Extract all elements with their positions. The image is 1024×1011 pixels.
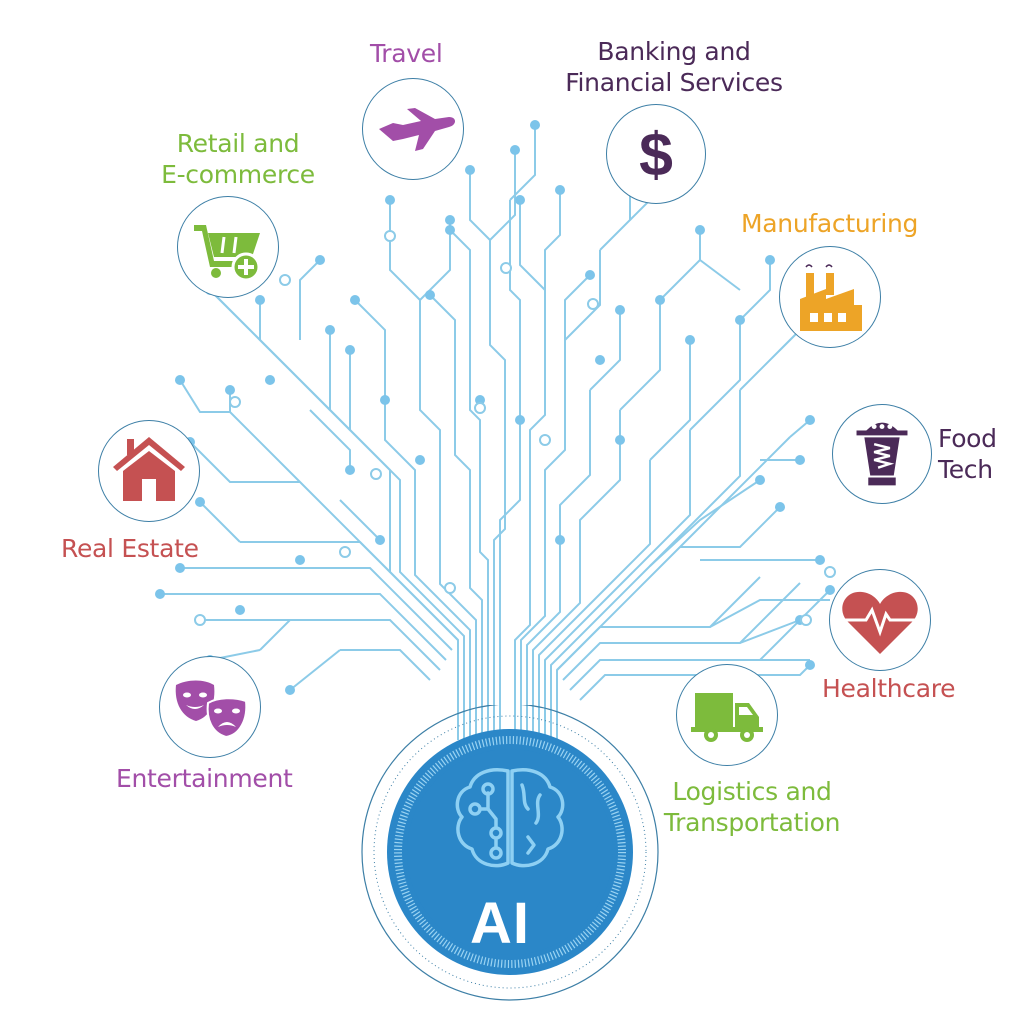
theater-masks-icon: [175, 680, 248, 739]
label-manufacturing: Manufacturing: [741, 209, 919, 238]
label-retail: Retail and E-commerce: [161, 129, 315, 189]
node-entertainment: [159, 656, 261, 758]
food-machine-icon: [856, 422, 908, 486]
house-icon: [113, 437, 185, 501]
node-manufacturing: [779, 246, 881, 348]
delivery-truck-icon: [691, 693, 763, 742]
node-foodtech: [832, 404, 932, 504]
airplane-icon: [379, 108, 455, 151]
ai-label: AI: [470, 891, 530, 956]
node-travel: [362, 78, 464, 180]
label-travel: Travel: [370, 39, 443, 68]
node-logistics: [676, 664, 778, 766]
node-healthcare: [829, 569, 931, 671]
node-banking: $: [606, 104, 706, 204]
dollar-sign-icon: $: [639, 121, 673, 189]
label-logistics: Logistics and Transportation: [663, 777, 841, 837]
label-healthcare: Healthcare: [822, 674, 956, 703]
brain-circuit-icon: [455, 768, 565, 868]
node-realestate: [98, 420, 200, 522]
factory-icon: [800, 264, 862, 331]
ai-hub: AI: [355, 703, 665, 1005]
node-retail: [177, 196, 279, 298]
heart-pulse-icon: [842, 591, 918, 654]
label-realestate: Real Estate: [61, 534, 199, 563]
label-entertainment: Entertainment: [116, 764, 293, 793]
shopping-cart-add-icon: [194, 225, 261, 282]
svg-text:$: $: [639, 121, 673, 189]
label-foodtech: Food Tech: [938, 424, 997, 484]
label-banking: Banking and Financial Services: [565, 37, 783, 97]
